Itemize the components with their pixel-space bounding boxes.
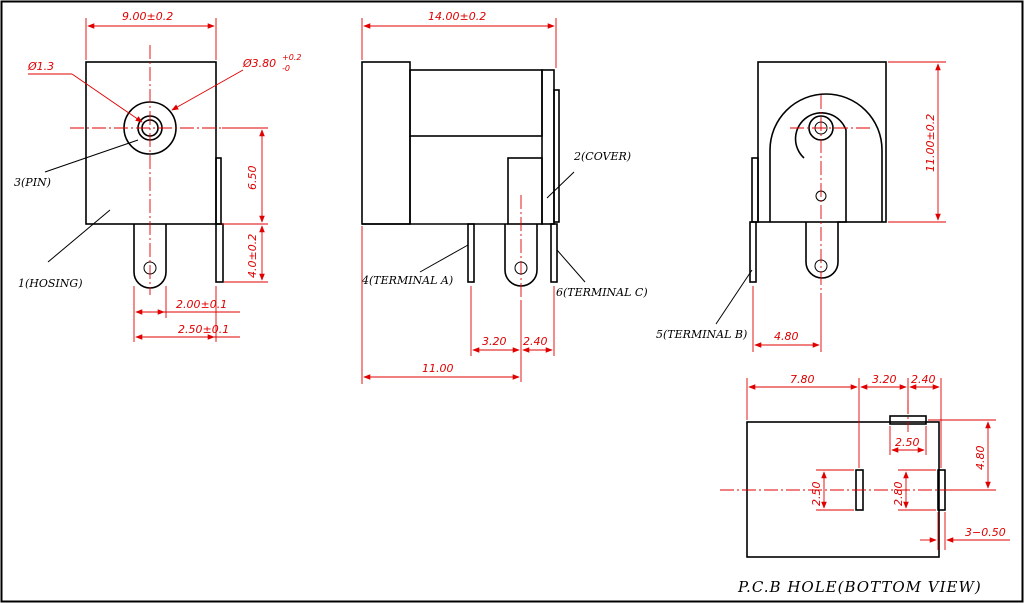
front-terminal-side [215, 223, 224, 283]
rear-arch [769, 93, 883, 222]
dim-11-00: 11.00 [422, 362, 454, 375]
side-upper-body [409, 69, 543, 137]
front-side-tab [215, 157, 222, 225]
cover-plate [541, 69, 555, 225]
pcb-view: 7.80 3.20 2.40 2.50 4.80 2.50 2.80 3−0.5… [720, 373, 1010, 596]
dim-pcb-2-50-top: 2.50 [895, 436, 920, 449]
dim-hole-tol-plus: +0.2 [282, 53, 301, 62]
dim-pcb-2-40: 2.40 [911, 373, 936, 386]
rear-view: 11.00±0.2 5(TERMINAL B) 4.80 [656, 61, 946, 352]
label-terminal-c: 6(TERMINAL C) [556, 286, 648, 299]
dim-pin-diameter: Ø1.3 [27, 60, 54, 73]
dim-height-6-50: 6.50 [246, 166, 259, 191]
terminal-a [467, 223, 475, 283]
dim-pcb-2-50-left: 2.50 [810, 482, 823, 507]
dim-hole-diameter: Ø3.80 [242, 57, 276, 70]
terminal-c [550, 223, 558, 283]
dim-rear-height: 11.00±0.2 [924, 114, 937, 172]
dim-3-20-side: 3.20 [482, 335, 507, 348]
label-terminal-b: 5(TERMINAL B) [656, 328, 747, 341]
dim-pcb-3-050: 3−0.50 [965, 526, 1006, 539]
cover-lip [553, 89, 560, 223]
terminal-b [749, 221, 757, 283]
dim-pcb-4-80: 4.80 [974, 446, 987, 471]
dim-2-00: 2.00±0.1 [176, 298, 227, 311]
dim-pcb-3-20: 3.20 [872, 373, 897, 386]
side-terminal-tab [504, 224, 538, 287]
label-terminal-a: 4(TERMINAL A) [361, 274, 453, 287]
dim-length: 14.00±0.2 [428, 10, 486, 23]
dim-width: 9.00±0.2 [122, 10, 173, 23]
side-view: 14.00±0.2 2(COVER) 4(TERMINAL A) 6(TERMI… [361, 10, 648, 384]
dim-height-4-0: 4.0±0.2 [246, 234, 259, 278]
side-terminal-block [507, 157, 543, 225]
side-front-block [361, 61, 411, 225]
dim-rear-4-80: 4.80 [774, 330, 799, 343]
label-cover: 2(COVER) [573, 150, 631, 163]
pcb-outline [746, 421, 940, 558]
pcb-view-title: P.C.B HOLE(BOTTOM VIEW) [737, 578, 982, 596]
rear-housing [757, 61, 887, 223]
dim-pcb-7-80: 7.80 [790, 373, 815, 386]
dim-2-50: 2.50±0.1 [178, 323, 229, 336]
label-housing: 1(HOSING) [18, 277, 83, 290]
front-view: 9.00±0.2 Ø1.3 Ø3.80 +0.2 -0 3(PIN) 1(HOS… [14, 10, 301, 342]
label-pin: 3(PIN) [14, 176, 51, 189]
housing-outline [85, 61, 217, 225]
dim-pcb-2-80: 2.80 [892, 482, 905, 507]
dim-2-40-side: 2.40 [523, 335, 548, 348]
dim-hole-tol-minus: -0 [282, 64, 290, 73]
